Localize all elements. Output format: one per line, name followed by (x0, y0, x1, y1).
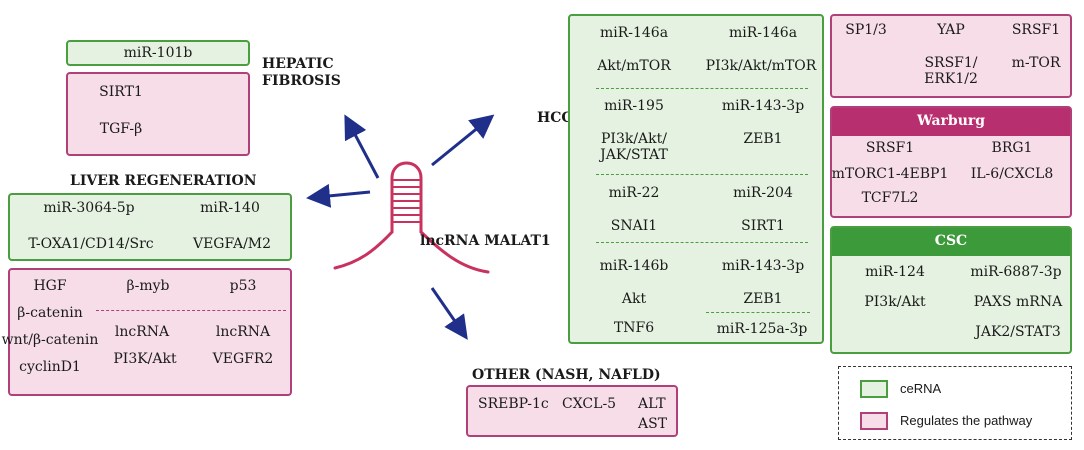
csc-mir-6887-3p: miR-6887-3p (970, 264, 1062, 280)
hcc-pathway-yap: YAP (937, 22, 965, 38)
section-hcc: HCC (537, 110, 573, 126)
regeneration-cerna-target-1: T-OXA1/CD14/Src (28, 236, 154, 252)
arrow-to-hcc (431, 114, 495, 167)
hcc-target-sirt1: SIRT1 (741, 218, 785, 234)
regeneration-vegfr2: VEGFR2 (212, 351, 274, 367)
regeneration-cerna-mir-2: miR-140 (200, 200, 260, 216)
hcc-divider-4 (706, 312, 810, 313)
hcc-target-akt-mtor: Akt/mTOR (597, 58, 671, 74)
hcc-divider-3 (596, 242, 808, 243)
hepatic-cerna-mir: miR-101b (123, 45, 193, 61)
hcc-pathway-srsf1: SRSF1 (1011, 22, 1061, 38)
rna-hairpin-icon (333, 161, 490, 274)
regeneration-cyclind1: cyclinD1 (19, 359, 81, 375)
hcc-target-zeb1-1: ZEB1 (743, 131, 783, 147)
regeneration-cerna-target-2: VEGFA/M2 (192, 236, 272, 252)
hcc-target-pi3k-jak-stat: PI3k/Akt/ JAK/STAT (600, 131, 668, 163)
section-other: OTHER (NASH, NAFLD) (472, 367, 661, 383)
section-warburg: Warburg (832, 108, 1070, 136)
regeneration-pi3k-akt: PI3K/Akt (113, 351, 177, 367)
hcc-divider-2 (596, 174, 808, 175)
regeneration-beta-catenin: β-catenin (17, 305, 83, 321)
hcc-mir-146b: miR-146b (599, 258, 669, 274)
warburg-il6-cxcl8: IL-6/CXCL8 (970, 166, 1054, 182)
other-cxcl5: CXCL-5 (562, 396, 617, 412)
hcc-pathway-mtor: m-TOR (1011, 55, 1061, 71)
warburg-brg1: BRG1 (991, 140, 1033, 156)
regeneration-lncrna-1: lncRNA (114, 324, 170, 340)
warburg-tcf7l2: TCF7L2 (861, 190, 919, 206)
hepatic-pathway-tgfb: TGF-β (99, 121, 143, 137)
legend-cerna-label: ceRNA (900, 381, 942, 396)
section-hepatic-fibrosis: HEPATIC FIBROSIS (262, 56, 341, 89)
arrow-to-hepatic-fibrosis (344, 114, 380, 179)
regeneration-wnt: wnt/β-catenin (1, 332, 99, 348)
regeneration-beta-myb: β-myb (126, 278, 170, 294)
csc-mir-124: miR-124 (865, 264, 925, 280)
hcc-mir-22: miR-22 (608, 185, 660, 201)
regeneration-divider (96, 310, 286, 311)
hcc-mir-204: miR-204 (733, 185, 793, 201)
hcc-pathway-box (830, 14, 1072, 98)
arrow-to-other (430, 287, 468, 340)
regeneration-cerna-mir-1: miR-3064-5p (43, 200, 135, 216)
hcc-target-zeb1-2: ZEB1 (743, 291, 783, 307)
section-liver-regeneration: LIVER REGENERATION (70, 173, 257, 189)
hcc-mir-195: miR-195 (604, 98, 664, 114)
warburg-srsf1: SRSF1 (865, 140, 915, 156)
hcc-target-tnf6: TNF6 (613, 320, 655, 336)
csc-target-paxs-mrna: PAXS mRNA (973, 294, 1063, 310)
hcc-mir-146a-1: miR-146a (599, 25, 669, 41)
hcc-mir-143-3p-1: miR-143-3p (721, 98, 805, 114)
section-csc: CSC (832, 228, 1070, 256)
legend (838, 366, 1072, 440)
warburg-mtorc1: mTORC1-4EBP1 (831, 166, 949, 182)
hcc-cerna-box (568, 14, 824, 344)
hepatic-pathway-box (66, 72, 250, 156)
csc-target-pi3k-akt: PI3k/Akt (864, 294, 926, 310)
hepatic-cerna-box (66, 40, 250, 66)
regeneration-lncrna-2: lncRNA (215, 324, 271, 340)
other-srebp1c: SREBP-1c (478, 396, 549, 412)
hcc-pathway-yap-target: SRSF1/ ERK1/2 (924, 55, 978, 87)
hcc-mir-143-3p-2: miR-143-3p (721, 258, 805, 274)
hcc-pathway-sp13: SP1/3 (845, 22, 887, 38)
other-ast: AST (638, 416, 668, 432)
csc-target-jak2-stat3: JAK2/STAT3 (975, 324, 1061, 340)
hepatic-pathway-sirt1: SIRT1 (99, 84, 143, 100)
regeneration-p53: p53 (229, 278, 257, 294)
hcc-mir-125a-3p: miR-125a-3p (716, 321, 808, 337)
regeneration-pathway-box (8, 268, 292, 396)
hcc-divider-1 (596, 88, 808, 89)
hcc-target-akt: Akt (621, 291, 647, 307)
legend-pathway-swatch (860, 412, 888, 430)
legend-cerna-swatch (860, 380, 888, 398)
arrow-to-liver-regeneration (306, 183, 371, 208)
regeneration-hgf: HGF (33, 278, 67, 294)
other-box (466, 385, 678, 437)
regeneration-cerna-box (8, 193, 292, 261)
legend-pathway-label: Regulates the pathway (900, 413, 1033, 428)
center-lncrna-malat1: lncRNA MALAT1 (420, 233, 551, 249)
hcc-target-snai1: SNAI1 (610, 218, 658, 234)
hcc-target-pi3k-akt-mtor: PI3k/Akt/mTOR (705, 58, 817, 74)
hcc-mir-146a-2: miR-146a (728, 25, 798, 41)
other-alt: ALT (638, 396, 666, 412)
